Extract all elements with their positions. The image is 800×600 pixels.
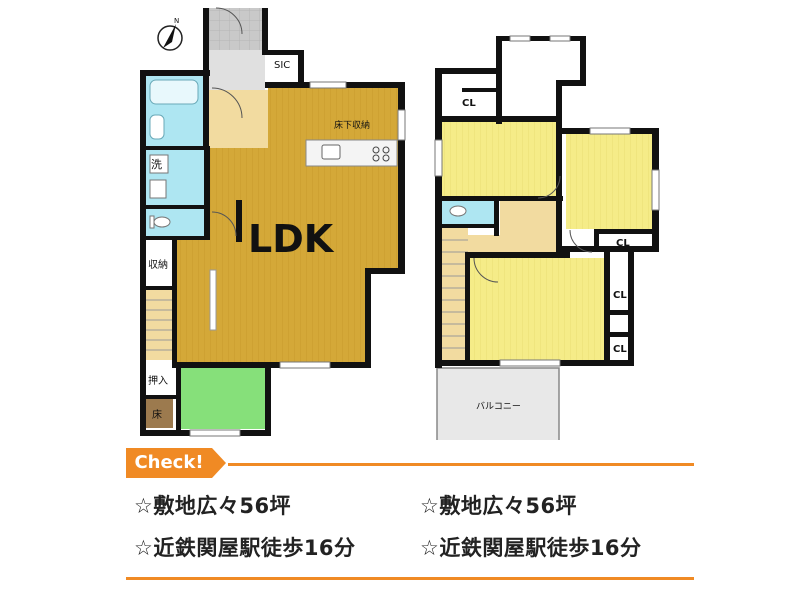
- cl-right2-label: CL: [613, 290, 627, 301]
- upper-balcony: [500, 40, 582, 118]
- feature-station-walk-left: ☆近鉄関屋駅徒歩16分: [134, 536, 356, 560]
- stairs-floor2: [442, 228, 468, 360]
- check-badge-shape: [126, 448, 226, 478]
- divider-top: [228, 463, 694, 466]
- divider-bottom: [126, 577, 694, 580]
- feature-station-walk-right: ☆近鉄関屋駅徒歩16分: [420, 536, 642, 560]
- check-badge-label: Check!: [134, 452, 204, 473]
- floor-plan: N: [140, 7, 660, 440]
- sic-label: SIC: [274, 60, 290, 71]
- north-arrow-icon: N: [157, 17, 183, 51]
- oshiire: [145, 367, 177, 395]
- floor2-plan: CL CL CL CL バルコニー: [434, 35, 660, 440]
- stairs-floor1: [145, 290, 175, 360]
- tokonoma-label: 床: [152, 408, 162, 421]
- balcony: [436, 367, 560, 440]
- cl-top-label: CL: [462, 98, 476, 109]
- entrance-porch: [207, 8, 265, 50]
- feature-site-size-left: ☆敷地広々56坪: [134, 494, 292, 518]
- ldk-label: LDK: [248, 217, 335, 261]
- bedroom-right: [566, 133, 652, 229]
- svg-text:N: N: [174, 17, 179, 25]
- storage-label: 収納: [148, 258, 168, 271]
- hall: [208, 90, 268, 148]
- bedroom-bottom: [470, 258, 604, 360]
- bedroom-top-left: [442, 120, 556, 198]
- genkan: [207, 50, 265, 90]
- cl-right3-label: CL: [613, 344, 627, 355]
- kitchen-counter: [305, 139, 398, 167]
- hall-floor2: [468, 198, 562, 252]
- balcony-label: バルコニー: [476, 401, 521, 412]
- underfloor-storage-label: 床下収納: [334, 119, 370, 131]
- tokonoma: [145, 398, 173, 428]
- wash-label: 洗: [151, 158, 162, 171]
- oshiire-label: 押入: [148, 374, 168, 387]
- feature-site-size-right: ☆敷地広々56坪: [420, 494, 578, 518]
- storage-closet: [145, 240, 175, 285]
- floor1-plan: LDK SIC 床下収納 洗 収納 押入 床: [140, 7, 406, 437]
- cl-right1-label: CL: [616, 238, 630, 249]
- washitsu-tatami: [180, 367, 268, 429]
